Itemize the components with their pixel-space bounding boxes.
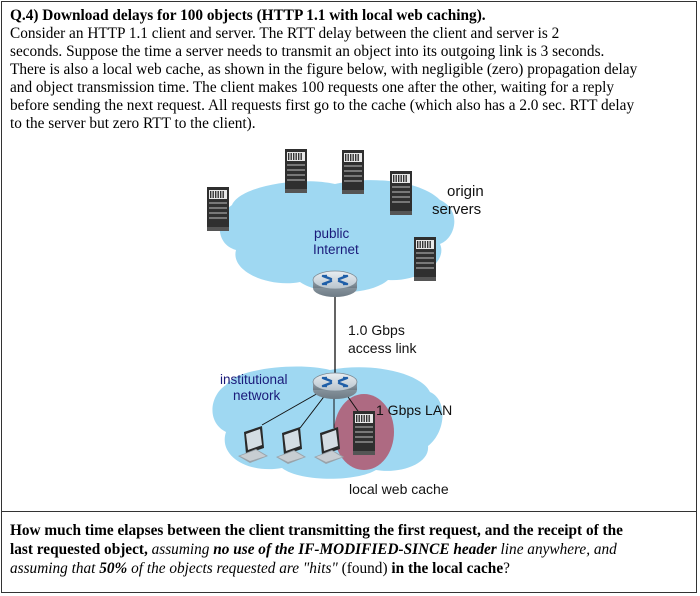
origin-label-2: servers: [432, 201, 482, 218]
origin-server-5: [414, 237, 436, 281]
question-line-4: and object transmission time. The client…: [10, 79, 615, 96]
final-bold-phrase: last requested object,: [10, 541, 148, 558]
origin-server-3: [342, 150, 364, 194]
access-link-label-2: access link: [348, 340, 417, 356]
institutional-router: [311, 371, 359, 401]
origin-label-1: origin: [447, 183, 484, 200]
final-percent: 50%: [99, 560, 128, 577]
institutional-label-1: institutional: [220, 372, 288, 387]
section-divider: [1, 511, 697, 512]
internet-router: [311, 269, 359, 299]
final-question-line-2: last requested object, assuming no use o…: [10, 541, 617, 558]
cache-label: local web cache: [349, 481, 449, 497]
origin-server-2: [285, 149, 307, 193]
lan-label: 1 Gbps LAN: [376, 402, 453, 418]
question-line-2: seconds. Suppose the time a server needs…: [10, 43, 605, 60]
public-label-1: public: [314, 226, 350, 241]
final-question-line-1: How much time elapses between the client…: [10, 522, 623, 539]
origin-server-1: [207, 187, 229, 231]
question-line-5: before sending the next request. All req…: [10, 97, 635, 114]
final-question-line-3: assuming that 50% of the objects request…: [10, 560, 510, 577]
local-cache-server: [353, 411, 375, 455]
origin-server-4: [390, 171, 412, 215]
public-label-2: Internet: [313, 242, 359, 257]
institutional-label-2: network: [233, 388, 281, 403]
question-heading: Q.4) Download delays for 100 objects (HT…: [10, 7, 486, 24]
final-header-phrase: no use of the IF-MODIFIED-SINCE header: [213, 541, 497, 558]
question-line-1: Consider an HTTP 1.1 client and server. …: [10, 25, 560, 42]
access-link-label-1: 1.0 Gbps: [348, 322, 405, 338]
question-line-3: There is also a local web cache, as show…: [10, 61, 638, 78]
question-line-6: to the server but zero RTT to the client…: [10, 115, 256, 132]
